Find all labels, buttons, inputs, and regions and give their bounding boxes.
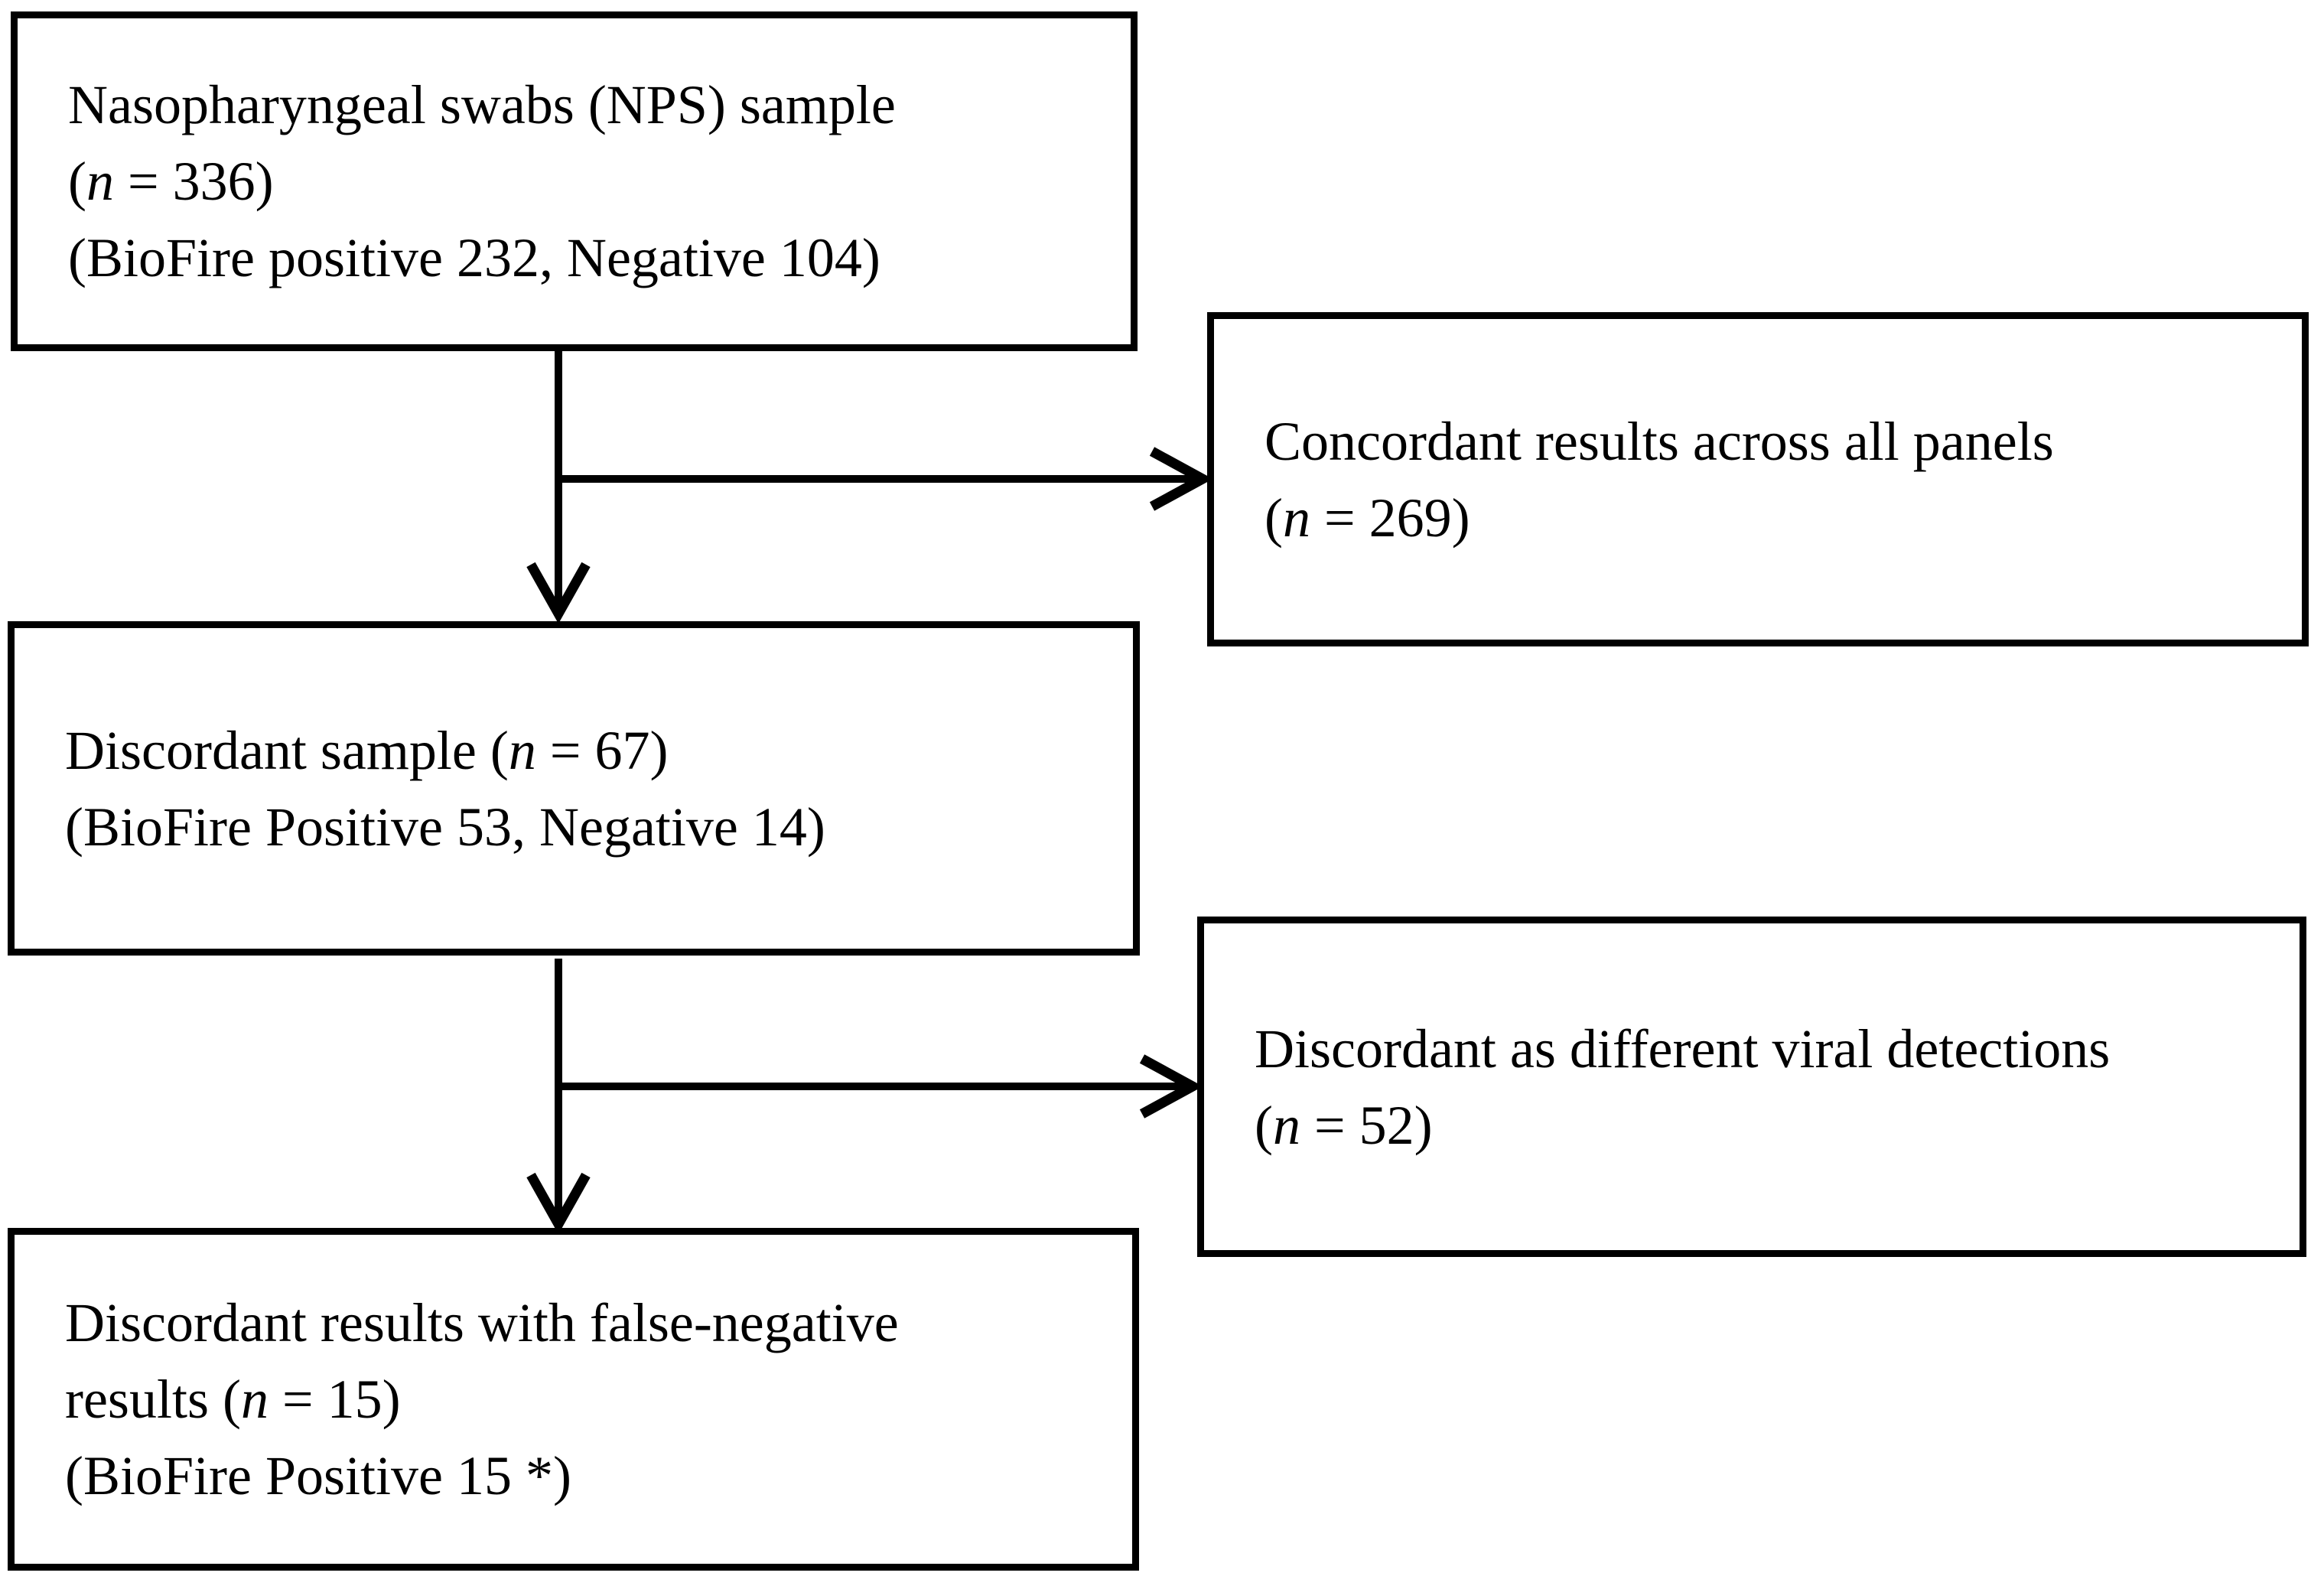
arrowhead-right-to-concordant bbox=[1149, 447, 1213, 511]
arrowhead-right-to-viral-detections bbox=[1139, 1054, 1203, 1119]
box-concordant-results: Concordant results across all panels(n =… bbox=[1207, 312, 2309, 646]
box-discordant-sample: Discordant sample (n = 67)(BioFire Posit… bbox=[8, 621, 1140, 956]
box-discordant-viral-detections: Discordant as different viral detections… bbox=[1197, 917, 2306, 1257]
box-concordant-results-text: Concordant results across all panels(n =… bbox=[1265, 410, 2054, 549]
box-discordant-sample-text: Discordant sample (n = 67)(BioFire Posit… bbox=[65, 719, 825, 858]
arrowhead-down-to-discordant bbox=[526, 562, 591, 624]
box-nps-sample: Nasopharyngeal swabs (NPS) sample(n = 33… bbox=[11, 11, 1138, 351]
box-discordant-viral-detections-text: Discordant as different viral detections… bbox=[1255, 1018, 2111, 1156]
arrowhead-down-to-false-negative bbox=[526, 1172, 591, 1235]
box-nps-sample-text: Nasopharyngeal swabs (NPS) sample(n = 33… bbox=[68, 74, 896, 288]
